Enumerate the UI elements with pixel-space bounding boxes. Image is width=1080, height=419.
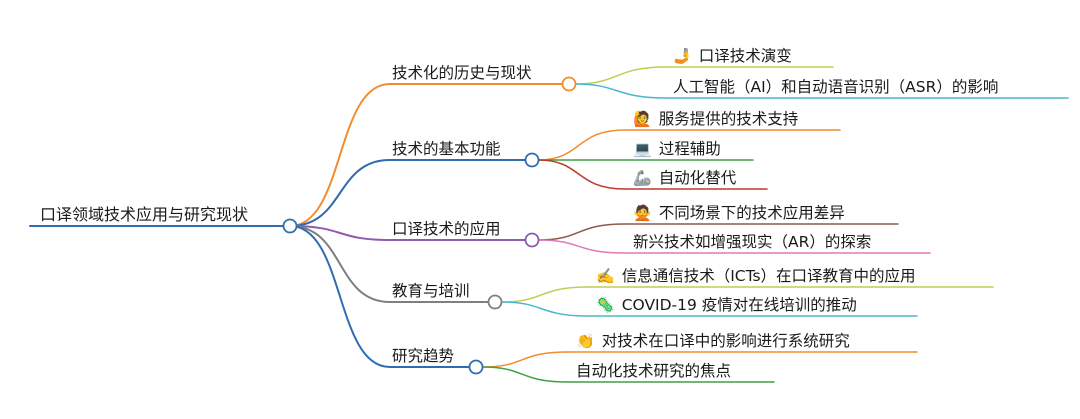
child-node-text: 口译技术演变 <box>698 47 792 65</box>
child-node-text: 自动化替代 <box>658 169 737 187</box>
child-node[interactable]: 🤳 口译技术演变 <box>673 46 792 66</box>
branch-connector <box>289 225 391 368</box>
branch-collapse-toggle[interactable] <box>487 294 503 310</box>
child-node-text: 自动化技术研究的焦点 <box>576 362 732 380</box>
branch-node[interactable]: 教育与培训 <box>392 281 470 301</box>
child-node[interactable]: 人工智能（AI）和自动语音识别（ASR）的影响 <box>673 77 998 97</box>
microbe-icon: 🦠 <box>596 296 615 314</box>
child-node[interactable]: 💻 过程辅助 <box>633 139 721 159</box>
laptop-icon: 💻 <box>633 140 652 158</box>
child-node[interactable]: 🙋 服务提供的技术支持 <box>633 109 798 129</box>
child-node-text: 服务提供的技术支持 <box>658 110 799 128</box>
branch-node-text: 技术化的历史与现状 <box>392 64 532 82</box>
branch-collapse-toggle[interactable] <box>561 76 577 92</box>
child-node[interactable]: ✍️ 信息通信技术（ICTs）在口译教育中的应用 <box>596 266 916 286</box>
child-node-text: 人工智能（AI）和自动语音识别（ASR）的影响 <box>673 78 999 96</box>
child-node-text: 不同场景下的技术应用差异 <box>658 204 845 222</box>
child-node[interactable]: 🙅 不同场景下的技术应用差异 <box>633 203 845 223</box>
branch-node-text: 研究趋势 <box>392 347 455 365</box>
branch-connector <box>289 225 391 303</box>
child-node[interactable]: 新兴技术如增强现实（AR）的探索 <box>633 232 871 252</box>
child-node-text: 对技术在口译中的影响进行系统研究 <box>601 332 850 350</box>
child-connector <box>574 66 666 85</box>
child-connector <box>481 366 569 383</box>
branch-node-text: 口译技术的应用 <box>392 220 501 238</box>
branch-node-text: 技术的基本功能 <box>392 140 501 158</box>
writing-hand-icon: ✍️ <box>596 267 615 285</box>
branch-collapse-toggle[interactable] <box>524 152 540 168</box>
branch-connector <box>289 225 391 241</box>
branch-connector <box>289 159 391 227</box>
child-node[interactable]: 自动化技术研究的焦点 <box>576 361 731 381</box>
child-node[interactable]: 👏 对技术在口译中的影响进行系统研究 <box>576 331 850 351</box>
child-connector <box>537 239 626 254</box>
branch-node[interactable]: 研究趋势 <box>392 346 454 366</box>
child-node-text: COVID-19 疫情对在线培训的推动 <box>621 296 857 314</box>
branch-collapse-toggle[interactable] <box>468 359 484 375</box>
child-node-text: 新兴技术如增强现实（AR）的探索 <box>633 233 872 251</box>
child-node-text: 信息通信技术（ICTs）在口译教育中的应用 <box>621 267 916 285</box>
person-raising-hand-icon: 🙋 <box>633 110 652 128</box>
clapping-hands-icon: 👏 <box>576 332 595 350</box>
child-node-text: 过程辅助 <box>658 140 721 158</box>
child-node[interactable]: 🦠 COVID-19 疫情对在线培训的推动 <box>596 295 857 315</box>
child-connector <box>500 301 589 317</box>
child-connector <box>537 129 626 161</box>
branch-connector <box>289 83 391 227</box>
branch-node[interactable]: 技术的基本功能 <box>392 139 501 159</box>
root-node[interactable]: 口译领域技术应用与研究现状 <box>40 205 249 224</box>
person-gesturing-no-icon: 🙅 <box>633 204 652 222</box>
child-connector <box>537 223 626 241</box>
branch-node[interactable]: 技术化的历史与现状 <box>392 63 532 83</box>
child-connector <box>537 159 626 190</box>
mechanical-arm-icon: 🦾 <box>633 169 652 187</box>
child-node[interactable]: 🦾 自动化替代 <box>633 168 736 188</box>
child-connector <box>574 83 666 99</box>
branch-collapse-toggle[interactable] <box>524 232 540 248</box>
branch-node[interactable]: 口译技术的应用 <box>392 219 501 239</box>
child-connector <box>500 286 589 303</box>
child-connector <box>481 351 569 368</box>
branch-node-text: 教育与培训 <box>392 282 470 300</box>
selfie-hand-icon: 🤳 <box>673 47 692 65</box>
root-collapse-toggle[interactable] <box>282 218 298 234</box>
